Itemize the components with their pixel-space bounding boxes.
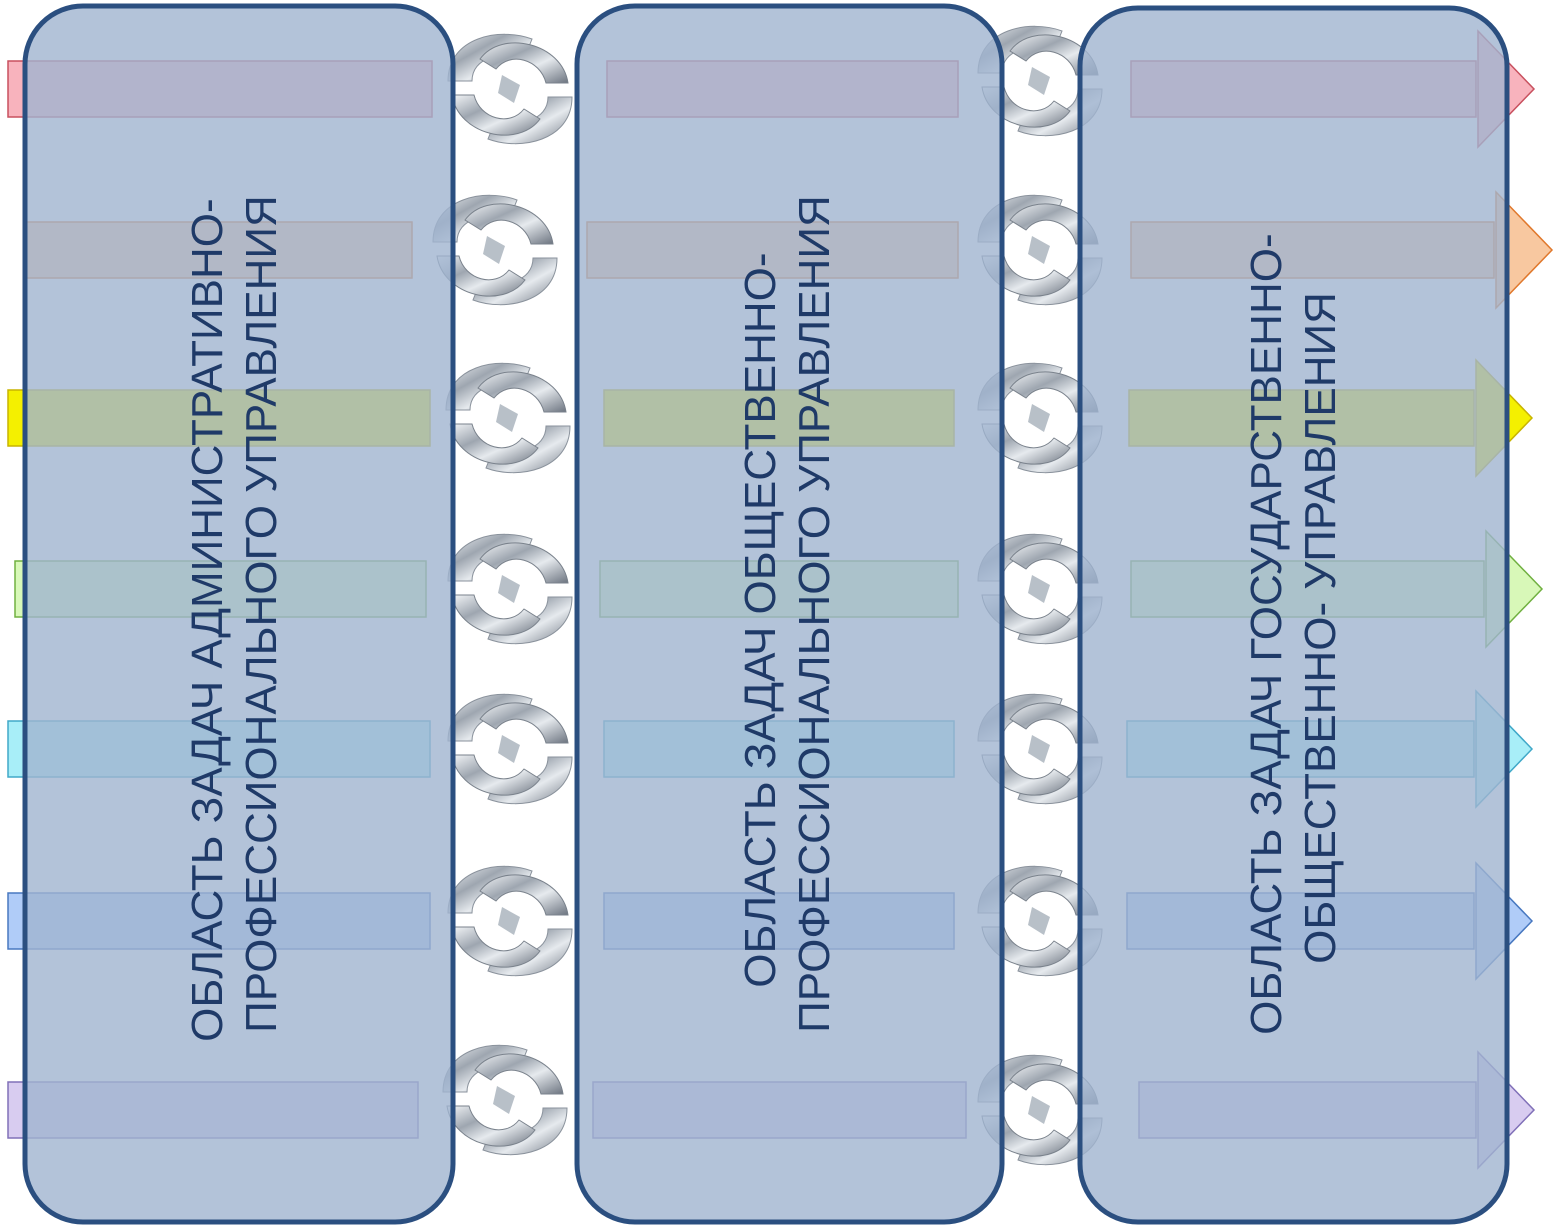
linked-rings-icon bbox=[445, 362, 571, 474]
panel-box bbox=[574, 3, 1005, 1225]
panel-administrative: ОБЛАСТЬ ЗАДАЧ АДМИНИСТРАТИВНО- ПРОФЕССИО… bbox=[22, 3, 456, 1225]
panel-title-line-2: ПРОФЕССИОНАЛЬНОГО УПРАВЛЕНИЯ bbox=[790, 195, 839, 1033]
linked-rings-icon bbox=[442, 1044, 568, 1156]
panel-title-line-1: ОБЛАСТЬ ЗАДАЧ ГОСУДАРСТВЕННО- bbox=[1242, 233, 1291, 1034]
panel-title: ОБЛАСТЬ ЗАДАЧ ОБЩЕСТВЕННО- ПРОФЕССИОНАЛЬ… bbox=[736, 195, 839, 1033]
panel-title-line-2: ОБЩЕСТВЕННО- УПРАВЛЕНИЯ bbox=[1296, 292, 1345, 964]
panel-title-line-2: ПРОФЕССИОНАЛЬНОГО УПРАВЛЕНИЯ bbox=[237, 195, 286, 1033]
panel-title-line-1: ОБЛАСТЬ ЗАДАЧ АДМИНИСТРАТИВНО- bbox=[183, 198, 232, 1042]
panel-box bbox=[1077, 5, 1510, 1225]
panel-title: ОБЛАСТЬ ЗАДАЧ ГОСУДАРСТВЕННО- ОБЩЕСТВЕНН… bbox=[1242, 221, 1345, 1035]
linked-rings-icon bbox=[447, 533, 573, 645]
panel-title-line-1: ОБЛАСТЬ ЗАДАЧ ОБЩЕСТВЕННО- bbox=[736, 252, 785, 987]
panel-box bbox=[22, 3, 456, 1225]
linked-rings-icon bbox=[447, 693, 573, 805]
linked-rings-icon bbox=[447, 33, 573, 145]
panel-public-professional: ОБЛАСТЬ ЗАДАЧ ОБЩЕСТВЕННО- ПРОФЕССИОНАЛЬ… bbox=[574, 3, 1005, 1225]
panel-state-public: ОБЛАСТЬ ЗАДАЧ ГОСУДАРСТВЕННО- ОБЩЕСТВЕНН… bbox=[1077, 5, 1510, 1225]
panel-title: ОБЛАСТЬ ЗАДАЧ АДМИНИСТРАТИВНО- ПРОФЕССИО… bbox=[183, 186, 286, 1042]
linked-rings-icon bbox=[447, 865, 573, 977]
